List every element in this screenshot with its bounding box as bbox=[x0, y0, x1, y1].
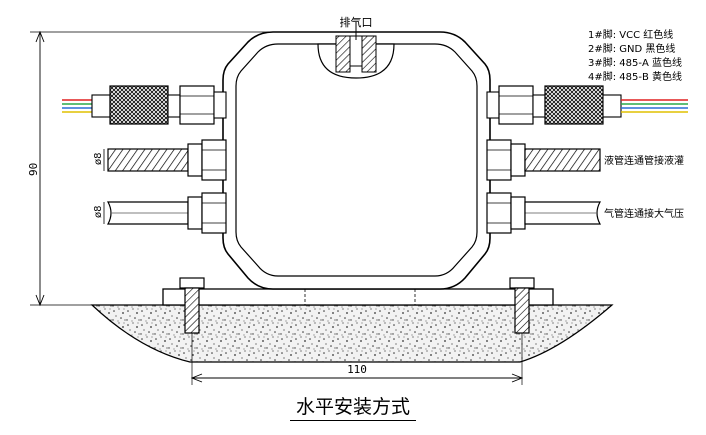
caption: 水平安装方式 bbox=[0, 392, 706, 421]
pin-legend: 1#脚: VCC 红色线 2#脚: GND 黑色线 3#脚: 485-A 蓝色线… bbox=[588, 28, 682, 83]
right-anchor-bolt bbox=[509, 277, 535, 334]
left-cable bbox=[62, 85, 227, 125]
caption-text: 水平安装方式 bbox=[289, 396, 416, 421]
pin-3-label: 3#脚: 485-A 蓝色线 bbox=[588, 56, 682, 69]
sensor-housing bbox=[222, 31, 491, 290]
left-liquid-tube bbox=[107, 139, 227, 181]
right-air-tube bbox=[486, 192, 602, 234]
tube-dia-label-1: ø8 bbox=[93, 153, 104, 165]
mounting-plate bbox=[162, 288, 554, 306]
pin-2-label: 2#脚: GND 黑色线 bbox=[588, 42, 675, 55]
tube-dia-label-2: ø8 bbox=[93, 206, 104, 218]
air-tube-label: 气管连通接大气压 bbox=[604, 207, 684, 220]
height-dim-label: 90 bbox=[27, 163, 40, 176]
pin-1-label: 1#脚: VCC 红色线 bbox=[588, 28, 673, 41]
liquid-tube-label: 液管连通管接液灌 bbox=[604, 154, 684, 167]
exhaust-label: 排气口 bbox=[340, 15, 373, 29]
pin-4-label: 4#脚: 485-B 黄色线 bbox=[588, 70, 682, 83]
right-liquid-tube bbox=[486, 139, 601, 181]
left-air-tube bbox=[106, 192, 227, 234]
exhaust-port bbox=[317, 22, 395, 79]
width-dimension bbox=[190, 333, 524, 385]
left-anchor-bolt bbox=[179, 277, 205, 334]
right-cable bbox=[486, 85, 688, 125]
ground-base bbox=[90, 304, 614, 363]
height-dimension bbox=[30, 30, 270, 307]
width-dim-label: 110 bbox=[347, 363, 367, 376]
